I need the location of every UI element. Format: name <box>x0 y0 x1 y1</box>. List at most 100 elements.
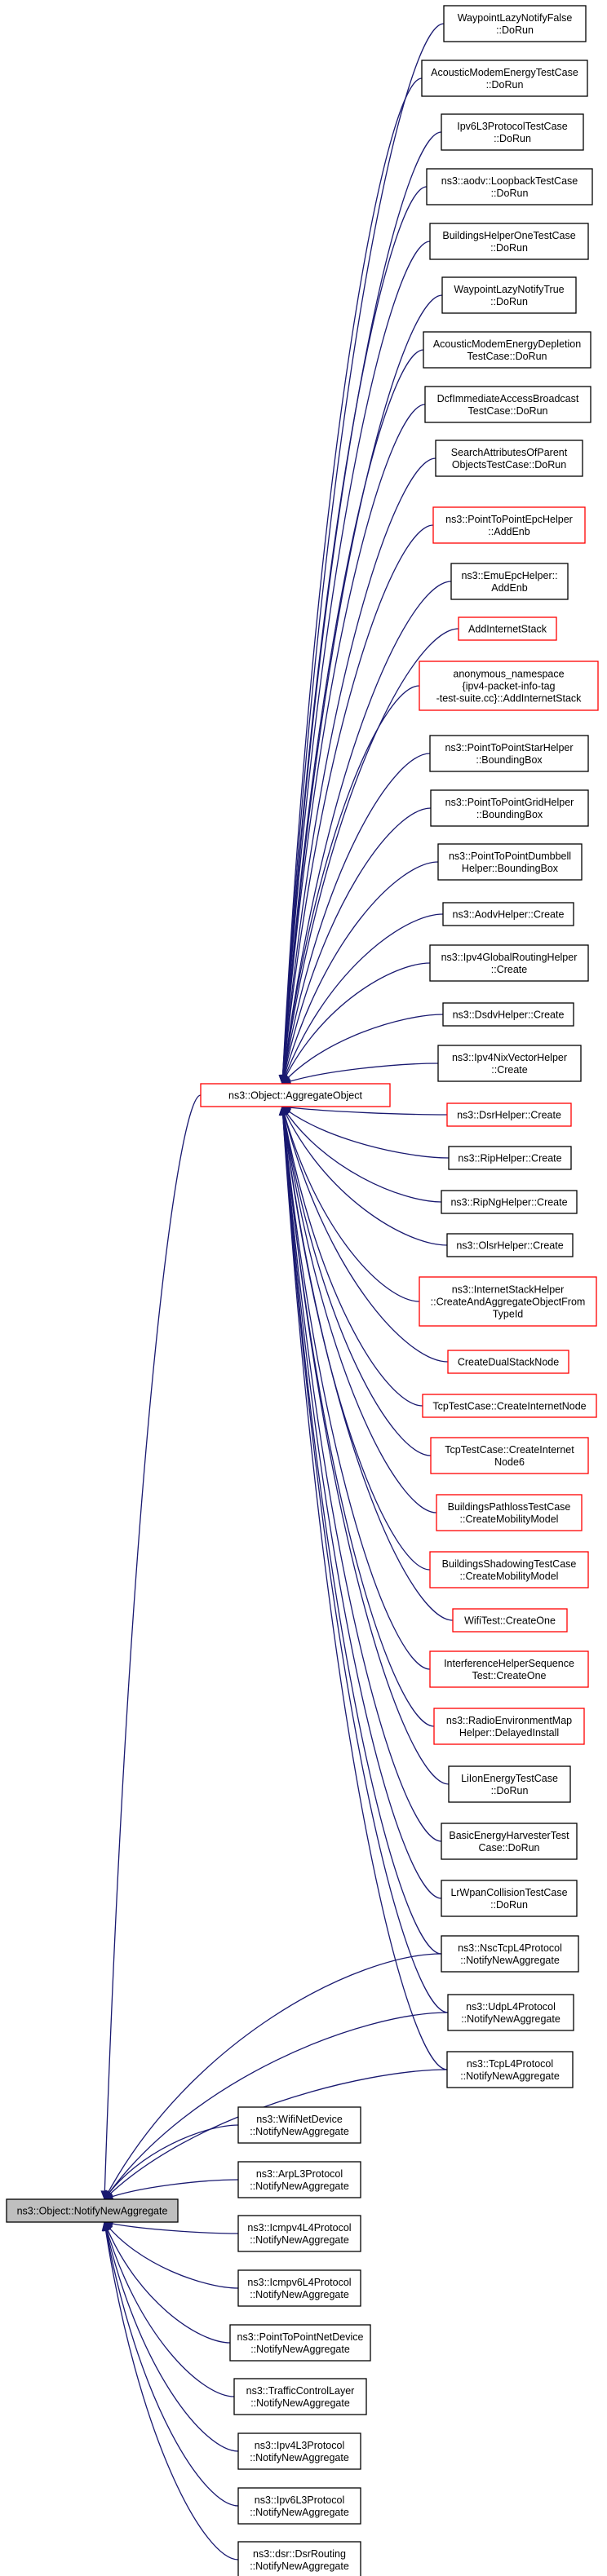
node-box[interactable] <box>441 1190 578 1214</box>
node-box[interactable] <box>424 386 591 423</box>
node-box[interactable] <box>436 1494 583 1531</box>
node-c6[interactable]: WaypointLazyNotifyTrue::DoRun <box>441 276 577 314</box>
node-box[interactable] <box>442 1002 574 1027</box>
node-box[interactable] <box>435 440 583 477</box>
node-box[interactable] <box>446 1102 572 1127</box>
node-d5[interactable]: ns3::PointToPointNetDevice::NotifyNewAgg… <box>229 2324 371 2362</box>
node-c20[interactable]: ns3::Ipv4NixVectorHelper::Create <box>437 1045 582 1082</box>
node-box[interactable] <box>458 616 557 641</box>
node-box[interactable] <box>441 276 577 314</box>
node-box[interactable] <box>237 2269 361 2307</box>
node-box[interactable] <box>429 1551 589 1588</box>
node-agg[interactable]: ns3::Object::AggregateObject <box>200 1083 391 1107</box>
node-c31[interactable]: WifiTest::CreateOne <box>452 1608 568 1633</box>
node-box[interactable] <box>432 506 586 544</box>
node-box[interactable] <box>447 1994 574 2031</box>
node-root[interactable]: ns3::Object::NotifyNewAggregate <box>6 2198 179 2223</box>
node-c13[interactable]: anonymous_namespace{ipv4-packet-info-tag… <box>419 661 599 711</box>
node-c5[interactable]: BuildingsHelperOneTestCase::DoRun <box>429 223 589 260</box>
node-box[interactable] <box>237 2541 361 2576</box>
node-box[interactable] <box>452 1608 568 1633</box>
node-box[interactable] <box>430 789 589 827</box>
node-d4[interactable]: ns3::Icmpv6L4Protocol::NotifyNewAggregat… <box>237 2269 361 2307</box>
node-box[interactable] <box>423 331 591 369</box>
node-box[interactable] <box>237 2215 361 2252</box>
node-c33[interactable]: ns3::RadioEnvironmentMapHelper::DelayedI… <box>433 1708 585 1745</box>
node-box[interactable] <box>448 1765 571 1803</box>
node-d8[interactable]: ns3::Ipv6L3Protocol::NotifyNewAggregate <box>237 2487 361 2525</box>
node-box[interactable] <box>237 2487 361 2525</box>
node-c22[interactable]: ns3::RipHelper::Create <box>448 1146 572 1170</box>
node-box[interactable] <box>447 1350 569 1374</box>
node-c3[interactable]: Ipv6L3ProtocolTestCase::DoRun <box>441 113 584 151</box>
node-c11[interactable]: ns3::EmuEpcHelper::AddEnb <box>450 563 569 600</box>
node-c4[interactable]: ns3::aodv::LoopbackTestCase::DoRun <box>426 168 593 205</box>
node-box[interactable] <box>437 843 583 881</box>
node-box[interactable] <box>237 2432 361 2470</box>
node-box[interactable] <box>429 735 589 772</box>
node-d2[interactable]: ns3::ArpL3Protocol::NotifyNewAggregate <box>237 2161 361 2198</box>
node-box[interactable] <box>430 1437 589 1474</box>
node-box[interactable] <box>421 60 588 97</box>
node-box[interactable] <box>446 1233 574 1257</box>
node-box[interactable] <box>437 1045 582 1082</box>
node-c2[interactable]: AcousticModemEnergyTestCase::DoRun <box>421 60 588 97</box>
node-box[interactable] <box>450 563 569 600</box>
node-c27[interactable]: TcpTestCase::CreateInternetNode <box>422 1394 597 1418</box>
node-box[interactable] <box>233 2378 367 2415</box>
node-c18[interactable]: ns3::Ipv4GlobalRoutingHelper::Create <box>429 944 589 982</box>
node-c14[interactable]: ns3::PointToPointStarHelper::BoundingBox <box>429 735 589 772</box>
node-c26[interactable]: CreateDualStackNode <box>447 1350 569 1374</box>
node-box[interactable] <box>237 2161 361 2198</box>
node-box[interactable] <box>441 1935 579 1973</box>
node-c19[interactable]: ns3::DsdvHelper::Create <box>442 1002 574 1027</box>
node-box[interactable] <box>443 5 587 42</box>
node-box[interactable] <box>229 2324 371 2362</box>
node-box[interactable] <box>442 902 574 926</box>
node-c17[interactable]: ns3::AodvHelper::Create <box>442 902 574 926</box>
node-c10[interactable]: ns3::PointToPointEpcHelper::AddEnb <box>432 506 586 544</box>
node-c34[interactable]: LiIonEnergyTestCase::DoRun <box>448 1765 571 1803</box>
node-d9[interactable]: ns3::dsr::DsrRouting::NotifyNewAggregate <box>237 2541 361 2576</box>
node-box[interactable] <box>429 223 589 260</box>
node-box[interactable] <box>448 1146 572 1170</box>
node-c30[interactable]: BuildingsShadowingTestCase::CreateMobili… <box>429 1551 589 1588</box>
node-box[interactable] <box>200 1083 391 1107</box>
node-c23[interactable]: ns3::RipNgHelper::Create <box>441 1190 578 1214</box>
node-box[interactable] <box>441 1880 578 1917</box>
node-box[interactable] <box>426 168 593 205</box>
node-d1[interactable]: ns3::WifiNetDevice::NotifyNewAggregate <box>237 2106 361 2144</box>
node-d6[interactable]: ns3::TrafficControlLayer::NotifyNewAggre… <box>233 2378 367 2415</box>
node-n2[interactable]: ns3::UdpL4Protocol::NotifyNewAggregate <box>447 1994 574 2031</box>
node-c12[interactable]: AddInternetStack <box>458 616 557 641</box>
node-box[interactable] <box>433 1708 585 1745</box>
node-box[interactable] <box>429 1650 589 1688</box>
node-n1[interactable]: ns3::NscTcpL4Protocol::NotifyNewAggregat… <box>441 1935 579 1973</box>
node-c32[interactable]: InterferenceHelperSequenceTest::CreateOn… <box>429 1650 589 1688</box>
node-c24[interactable]: ns3::OlsrHelper::Create <box>446 1233 574 1257</box>
node-c29[interactable]: BuildingsPathlossTestCase::CreateMobilit… <box>436 1494 583 1531</box>
node-box[interactable] <box>441 1823 578 1860</box>
node-c1[interactable]: WaypointLazyNotifyFalse::DoRun <box>443 5 587 42</box>
node-box[interactable] <box>441 113 584 151</box>
node-box[interactable] <box>429 944 589 982</box>
node-c9[interactable]: SearchAttributesOfParentObjectsTestCase:… <box>435 440 583 477</box>
node-box[interactable] <box>422 1394 597 1418</box>
node-c16[interactable]: ns3::PointToPointDumbbellHelper::Boundin… <box>437 843 583 881</box>
node-box[interactable] <box>419 661 599 711</box>
node-d7[interactable]: ns3::Ipv4L3Protocol::NotifyNewAggregate <box>237 2432 361 2470</box>
node-c25[interactable]: ns3::InternetStackHelper::CreateAndAggre… <box>419 1276 597 1327</box>
node-box[interactable] <box>419 1276 597 1327</box>
node-n3[interactable]: ns3::TcpL4Protocol::NotifyNewAggregate <box>446 2051 574 2088</box>
node-box[interactable] <box>237 2106 361 2144</box>
node-c7[interactable]: AcousticModemEnergyDepletionTestCase::Do… <box>423 331 591 369</box>
node-c36[interactable]: LrWpanCollisionTestCase::DoRun <box>441 1880 578 1917</box>
node-box[interactable] <box>446 2051 574 2088</box>
node-c21[interactable]: ns3::DsrHelper::Create <box>446 1102 572 1127</box>
node-d3[interactable]: ns3::Icmpv4L4Protocol::NotifyNewAggregat… <box>237 2215 361 2252</box>
node-box[interactable] <box>6 2198 179 2223</box>
node-c8[interactable]: DcfImmediateAccessBroadcastTestCase::DoR… <box>424 386 591 423</box>
node-c15[interactable]: ns3::PointToPointGridHelper::BoundingBox <box>430 789 589 827</box>
